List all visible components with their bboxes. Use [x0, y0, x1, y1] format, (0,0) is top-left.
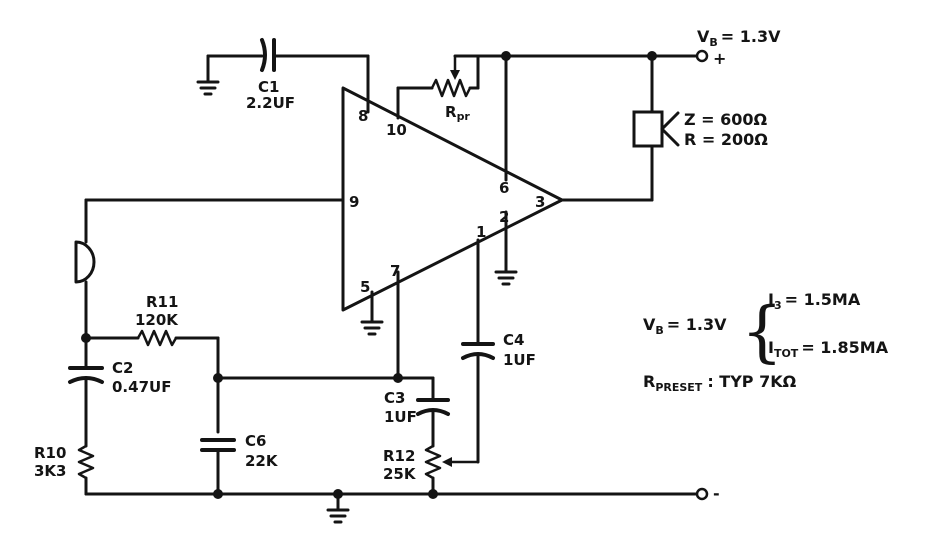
r11-label: R11: [146, 293, 178, 311]
capacitor-c1: [206, 38, 370, 114]
junction-c6-node: [213, 373, 223, 383]
r10-label: R10: [34, 444, 66, 462]
spec-i3: I3= 1.5MA: [768, 290, 861, 312]
spec-preset: RPRESET: TYP 7KΩ: [643, 372, 797, 394]
supply-voltage-label: VB= 1.3V: [697, 27, 781, 49]
pin-9-label: 9: [349, 193, 359, 211]
pin-1-label: 1: [476, 223, 486, 241]
capacitor-c2: [68, 336, 104, 448]
pin-5-label: 5: [360, 278, 370, 296]
spec-brace: {: [741, 293, 783, 370]
c3-value: 1UF: [384, 408, 417, 426]
c6-value: 22K: [245, 452, 279, 470]
microphone: [74, 198, 345, 340]
ground-symbol-c1: [196, 80, 220, 96]
capacitor-c3: [416, 376, 450, 448]
earphone-impedance: Z = 600Ω: [684, 110, 768, 129]
ground-symbol-bottom: [326, 508, 350, 524]
amplifier-triangle: [341, 86, 564, 312]
capacitor-c6: [200, 438, 236, 496]
negative-terminal: [695, 487, 709, 501]
c4-value: 1UF: [503, 351, 536, 369]
rpr-label: Rpr: [445, 103, 470, 123]
ground-symbol-pin5: [360, 320, 384, 336]
r12-value: 25K: [383, 465, 417, 483]
positive-terminal: [695, 49, 709, 63]
positive-terminal-sign: +: [713, 49, 726, 68]
c1-value: 2.2UF: [246, 94, 295, 112]
pin-6-label: 6: [499, 179, 509, 197]
pin-10-label: 10: [386, 121, 407, 139]
resistor-r10: [77, 444, 95, 496]
potentiometer-r12: [424, 444, 480, 496]
c2-label: C2: [112, 359, 133, 377]
earphone-resistance: R = 200Ω: [684, 130, 768, 149]
capacitor-c4: [461, 238, 495, 464]
pin-2-label: 2: [499, 208, 509, 226]
r10-value: 3K3: [34, 462, 67, 480]
c4-label: C4: [503, 331, 524, 349]
r12-label: R12: [383, 447, 415, 465]
negative-terminal-sign: -: [713, 484, 720, 503]
earphone-transducer: [560, 54, 680, 202]
r11-value: 120K: [135, 311, 179, 329]
preset-resistor-rpr: [396, 54, 480, 120]
spec-supply-voltage: VB= 1.3V: [643, 315, 727, 337]
pin-3-label: 3: [535, 193, 545, 211]
pin-7-label: 7: [390, 262, 400, 280]
c3-label: C3: [384, 389, 405, 407]
ground-symbol-pin2: [494, 270, 518, 286]
spec-itot: ITOT= 1.85MA: [768, 338, 889, 360]
c2-value: 0.47UF: [112, 378, 171, 396]
c6-label: C6: [245, 432, 266, 450]
c1-label: C1: [258, 78, 279, 96]
resistor-r11: [84, 329, 220, 434]
pin-8-label: 8: [358, 107, 368, 125]
